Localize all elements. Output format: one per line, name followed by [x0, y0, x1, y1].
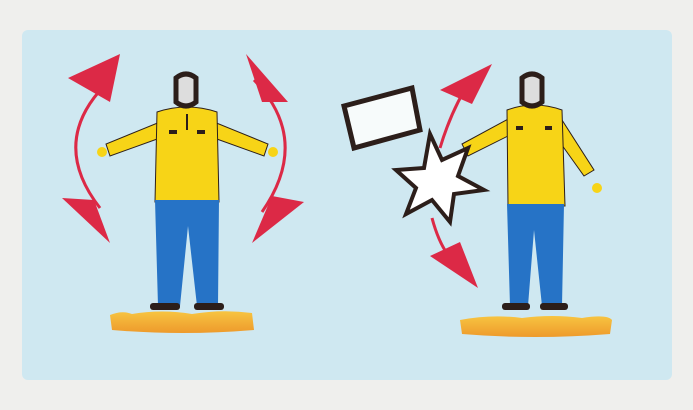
ground-left: [110, 311, 254, 333]
shirt-right: [507, 105, 565, 206]
head-left: [176, 74, 196, 106]
signal-sign: [22, 30, 672, 380]
signal-illustration: [22, 30, 672, 380]
head-right: [522, 74, 542, 106]
ground-right: [460, 316, 612, 337]
